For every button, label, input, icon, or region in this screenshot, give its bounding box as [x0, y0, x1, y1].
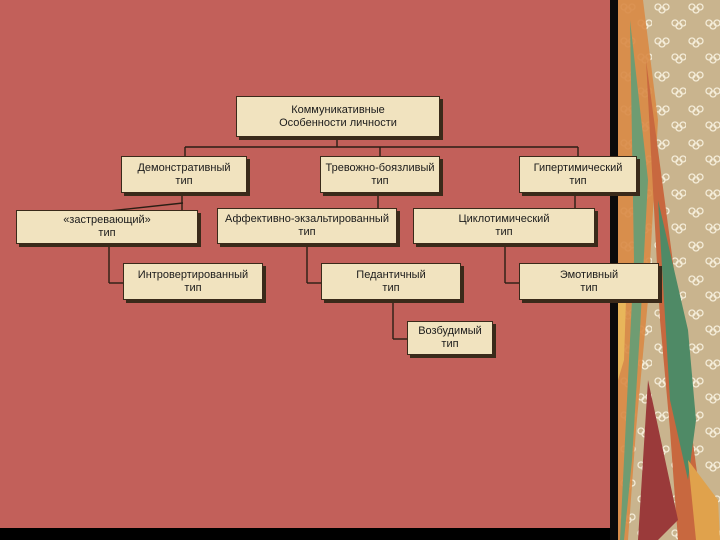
node-demonstrative-line-2: тип [175, 175, 192, 187]
node-stuck-line-2: тип [98, 227, 115, 239]
node-cyclothymic-line-1: Циклотимический [459, 213, 550, 225]
node-stuck-line-1: «застревающий» [63, 214, 151, 226]
node-affective-line-1: Аффективно-экзальтированный [225, 213, 389, 225]
node-pedantic: Педантичный тип [321, 263, 461, 300]
node-affective: Аффективно-экзальтированный тип [217, 208, 397, 244]
bottom-frame [0, 528, 610, 540]
root-node: Коммуникативные Особенности личности [236, 96, 440, 137]
node-excitable: Возбудимый тип [407, 321, 493, 355]
node-anxious-line-1: Тревожно-боязливый [325, 162, 434, 174]
node-pedantic-line-1: Педантичный [356, 269, 425, 281]
node-affective-line-2: тип [298, 226, 315, 238]
node-excitable-line-2: тип [441, 338, 458, 350]
node-demonstrative-line-1: Демонстративный [137, 162, 230, 174]
node-introverted-line-2: тип [184, 282, 201, 294]
node-demonstrative: Демонстративный тип [121, 156, 247, 193]
node-hyperthymic: Гипертимический тип [519, 156, 637, 193]
node-stuck: «застревающий» тип [16, 210, 198, 244]
node-emotive: Эмотивный тип [519, 263, 659, 300]
node-hyperthymic-line-2: тип [569, 175, 586, 187]
root-line-1: Коммуникативные [291, 104, 385, 116]
node-excitable-line-1: Возбудимый [418, 325, 482, 337]
root-line-2: Особенности личности [279, 117, 397, 129]
node-emotive-line-1: Эмотивный [560, 269, 618, 281]
node-emotive-line-2: тип [580, 282, 597, 294]
node-pedantic-line-2: тип [382, 282, 399, 294]
node-hyperthymic-line-1: Гипертимический [534, 162, 623, 174]
node-cyclothymic-line-2: тип [495, 226, 512, 238]
node-anxious-line-2: тип [371, 175, 388, 187]
node-introverted-line-1: Интровертированный [138, 269, 248, 281]
node-introverted: Интровертированный тип [123, 263, 263, 300]
node-cyclothymic: Циклотимический тип [413, 208, 595, 244]
node-anxious: Тревожно-боязливый тип [320, 156, 440, 193]
